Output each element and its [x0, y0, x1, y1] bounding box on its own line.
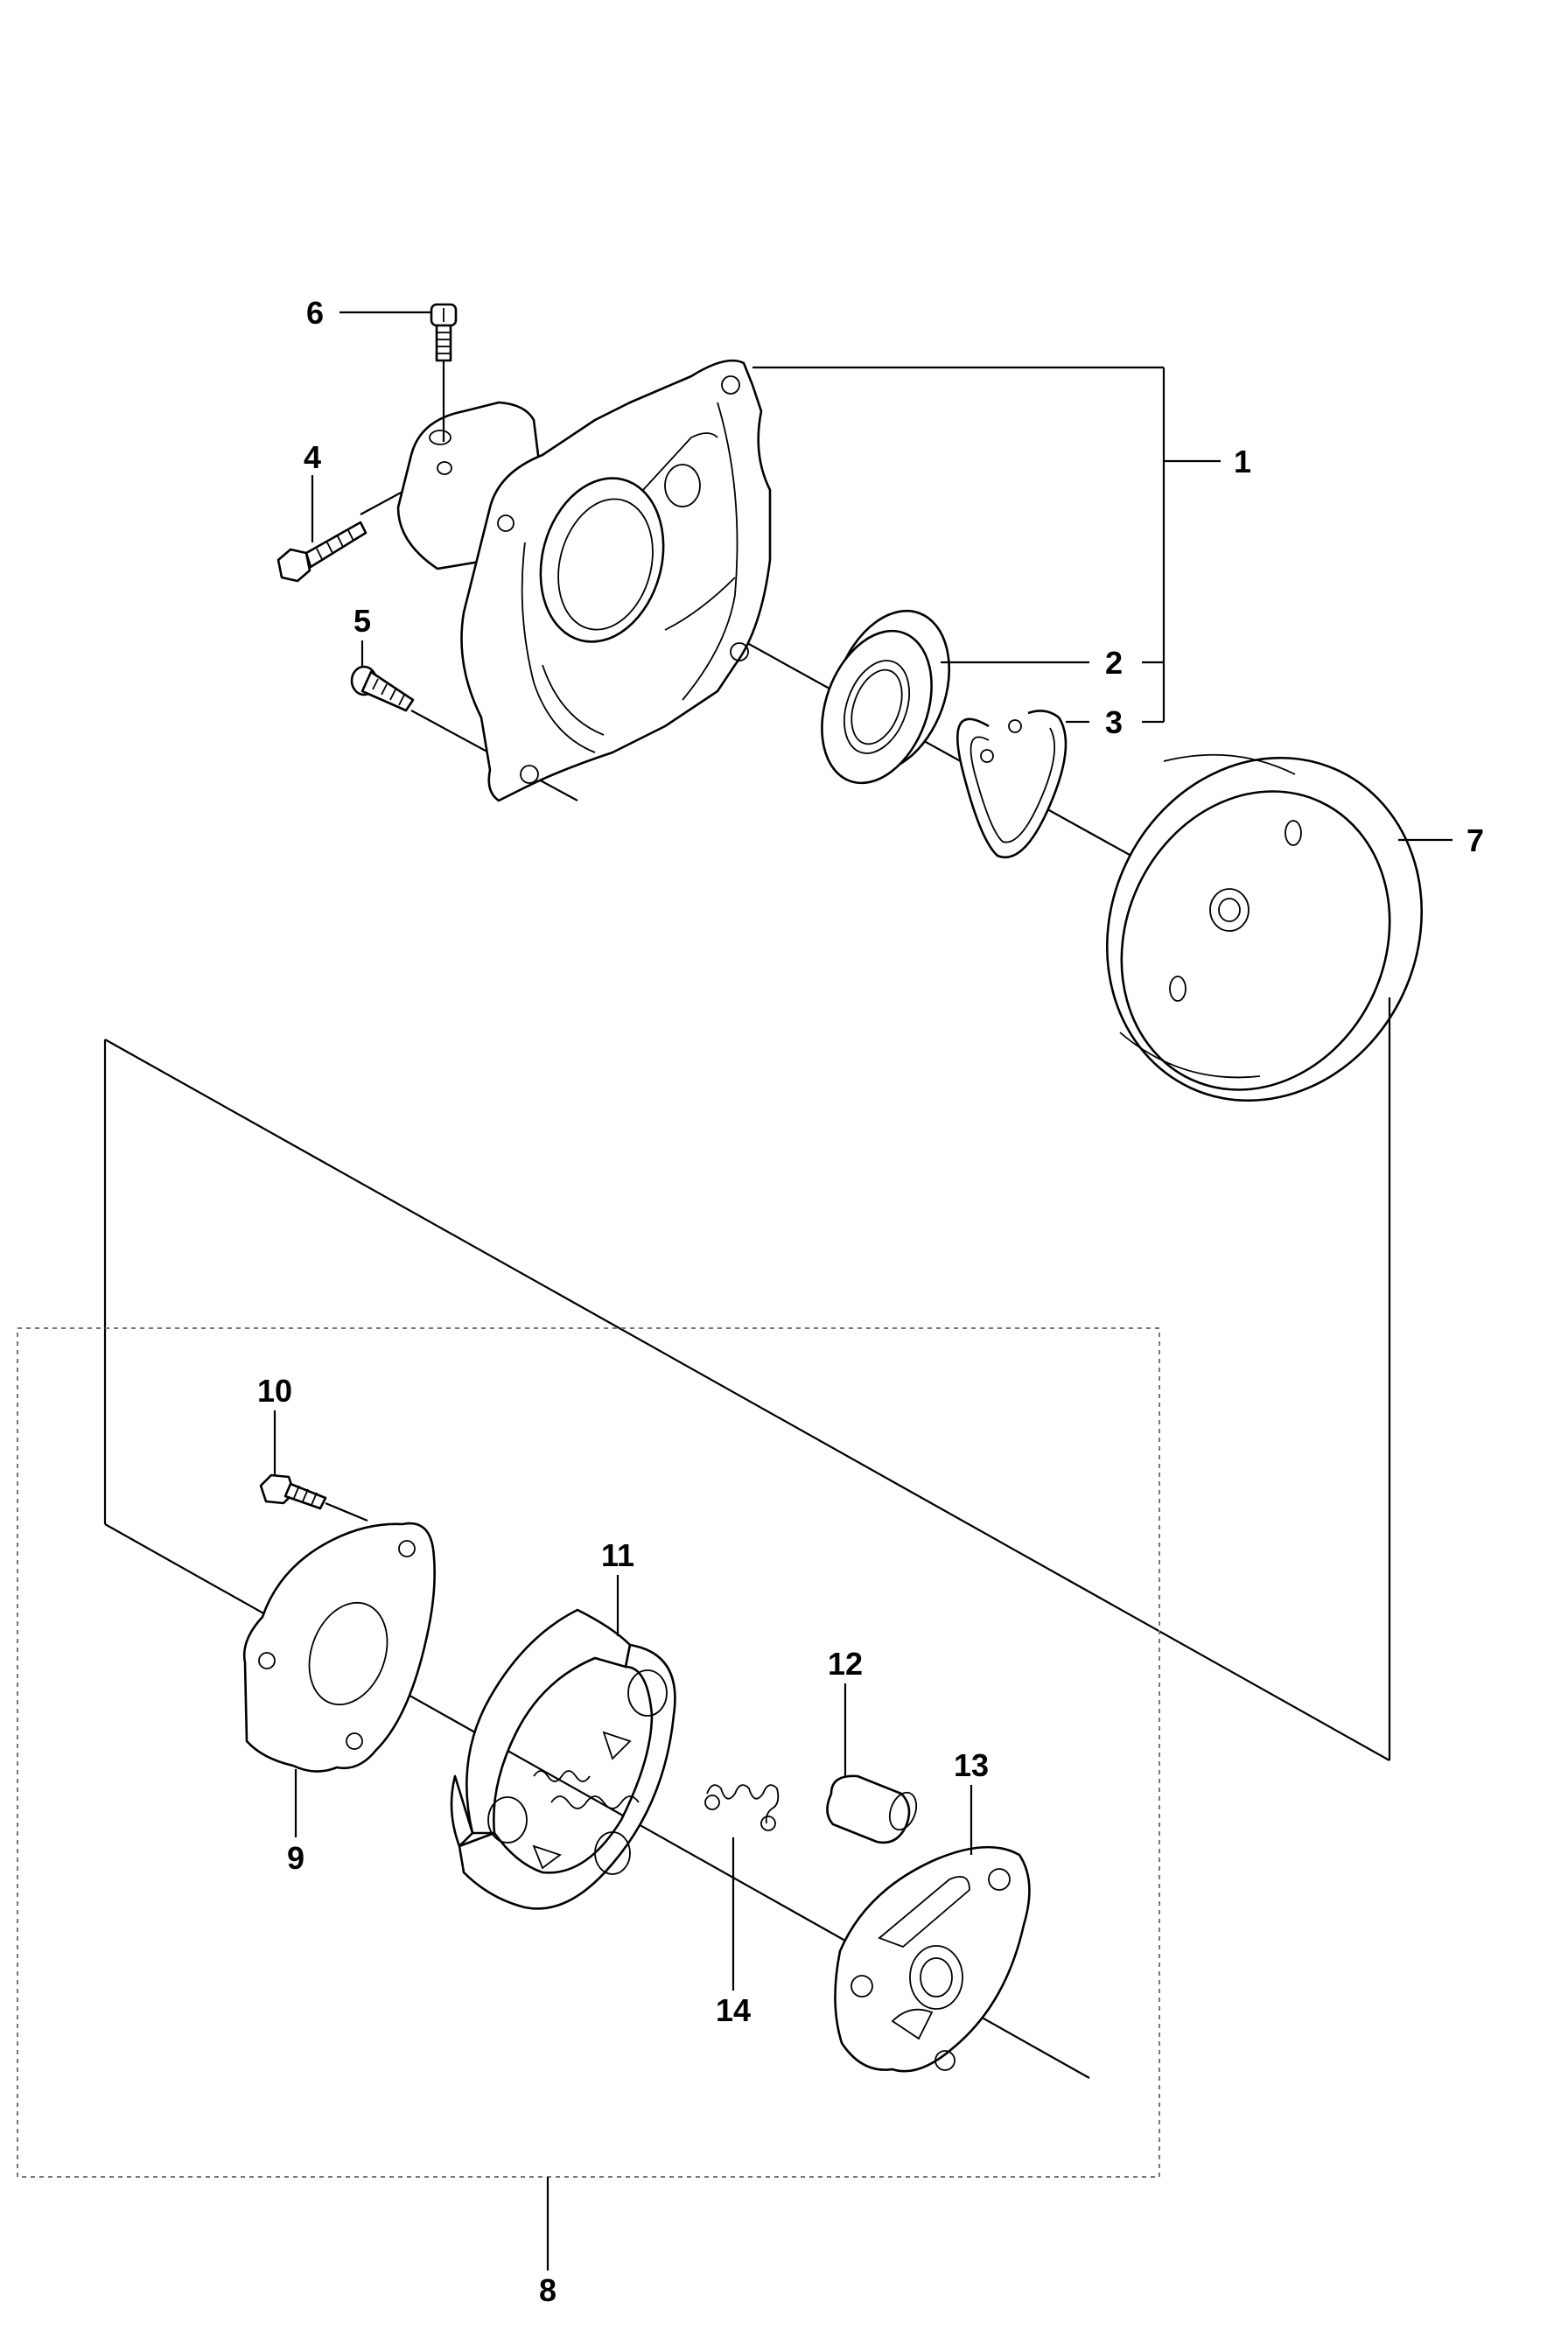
callout-7: 7 — [1466, 822, 1484, 858]
clutch-shoes-part-11 — [450, 1608, 676, 1910]
callout-5: 5 — [354, 603, 371, 639]
bushing-part-12 — [826, 1774, 918, 1844]
callout-10: 10 — [257, 1373, 292, 1409]
retaining-ring-part-3 — [956, 710, 1068, 858]
callout-4: 4 — [304, 439, 321, 475]
clutch-subassembly-box-part-8 — [17, 1327, 1160, 2178]
spring-part-14 — [704, 1784, 780, 1831]
screw-part-4 — [276, 521, 368, 583]
callout-6: 6 — [306, 295, 324, 331]
callout-13: 13 — [954, 1747, 989, 1783]
callout-11: 11 — [601, 1537, 634, 1573]
carrier-plate-part-13 — [834, 1845, 1031, 2073]
plate-part-9 — [242, 1522, 436, 1773]
bracket-part-1 — [752, 366, 1221, 724]
callout-1: 1 — [1234, 444, 1251, 479]
callout-8: 8 — [539, 2272, 556, 2308]
callout-2: 2 — [1105, 645, 1123, 681]
bolt-part-10 — [259, 1473, 368, 1522]
bearing-part-2 — [821, 609, 951, 785]
connect-line-diagonal — [104, 1039, 1390, 1761]
callout-14: 14 — [716, 1992, 751, 2028]
callout-9: 9 — [287, 1840, 304, 1876]
callout-3: 3 — [1105, 704, 1123, 740]
callout-12: 12 — [828, 1646, 863, 1682]
screw-part-6 — [430, 303, 458, 442]
clutch-housing-part-1 — [396, 359, 772, 802]
clutch-drum-part-7 — [1105, 753, 1424, 1102]
screw-part-5 — [350, 665, 415, 712]
